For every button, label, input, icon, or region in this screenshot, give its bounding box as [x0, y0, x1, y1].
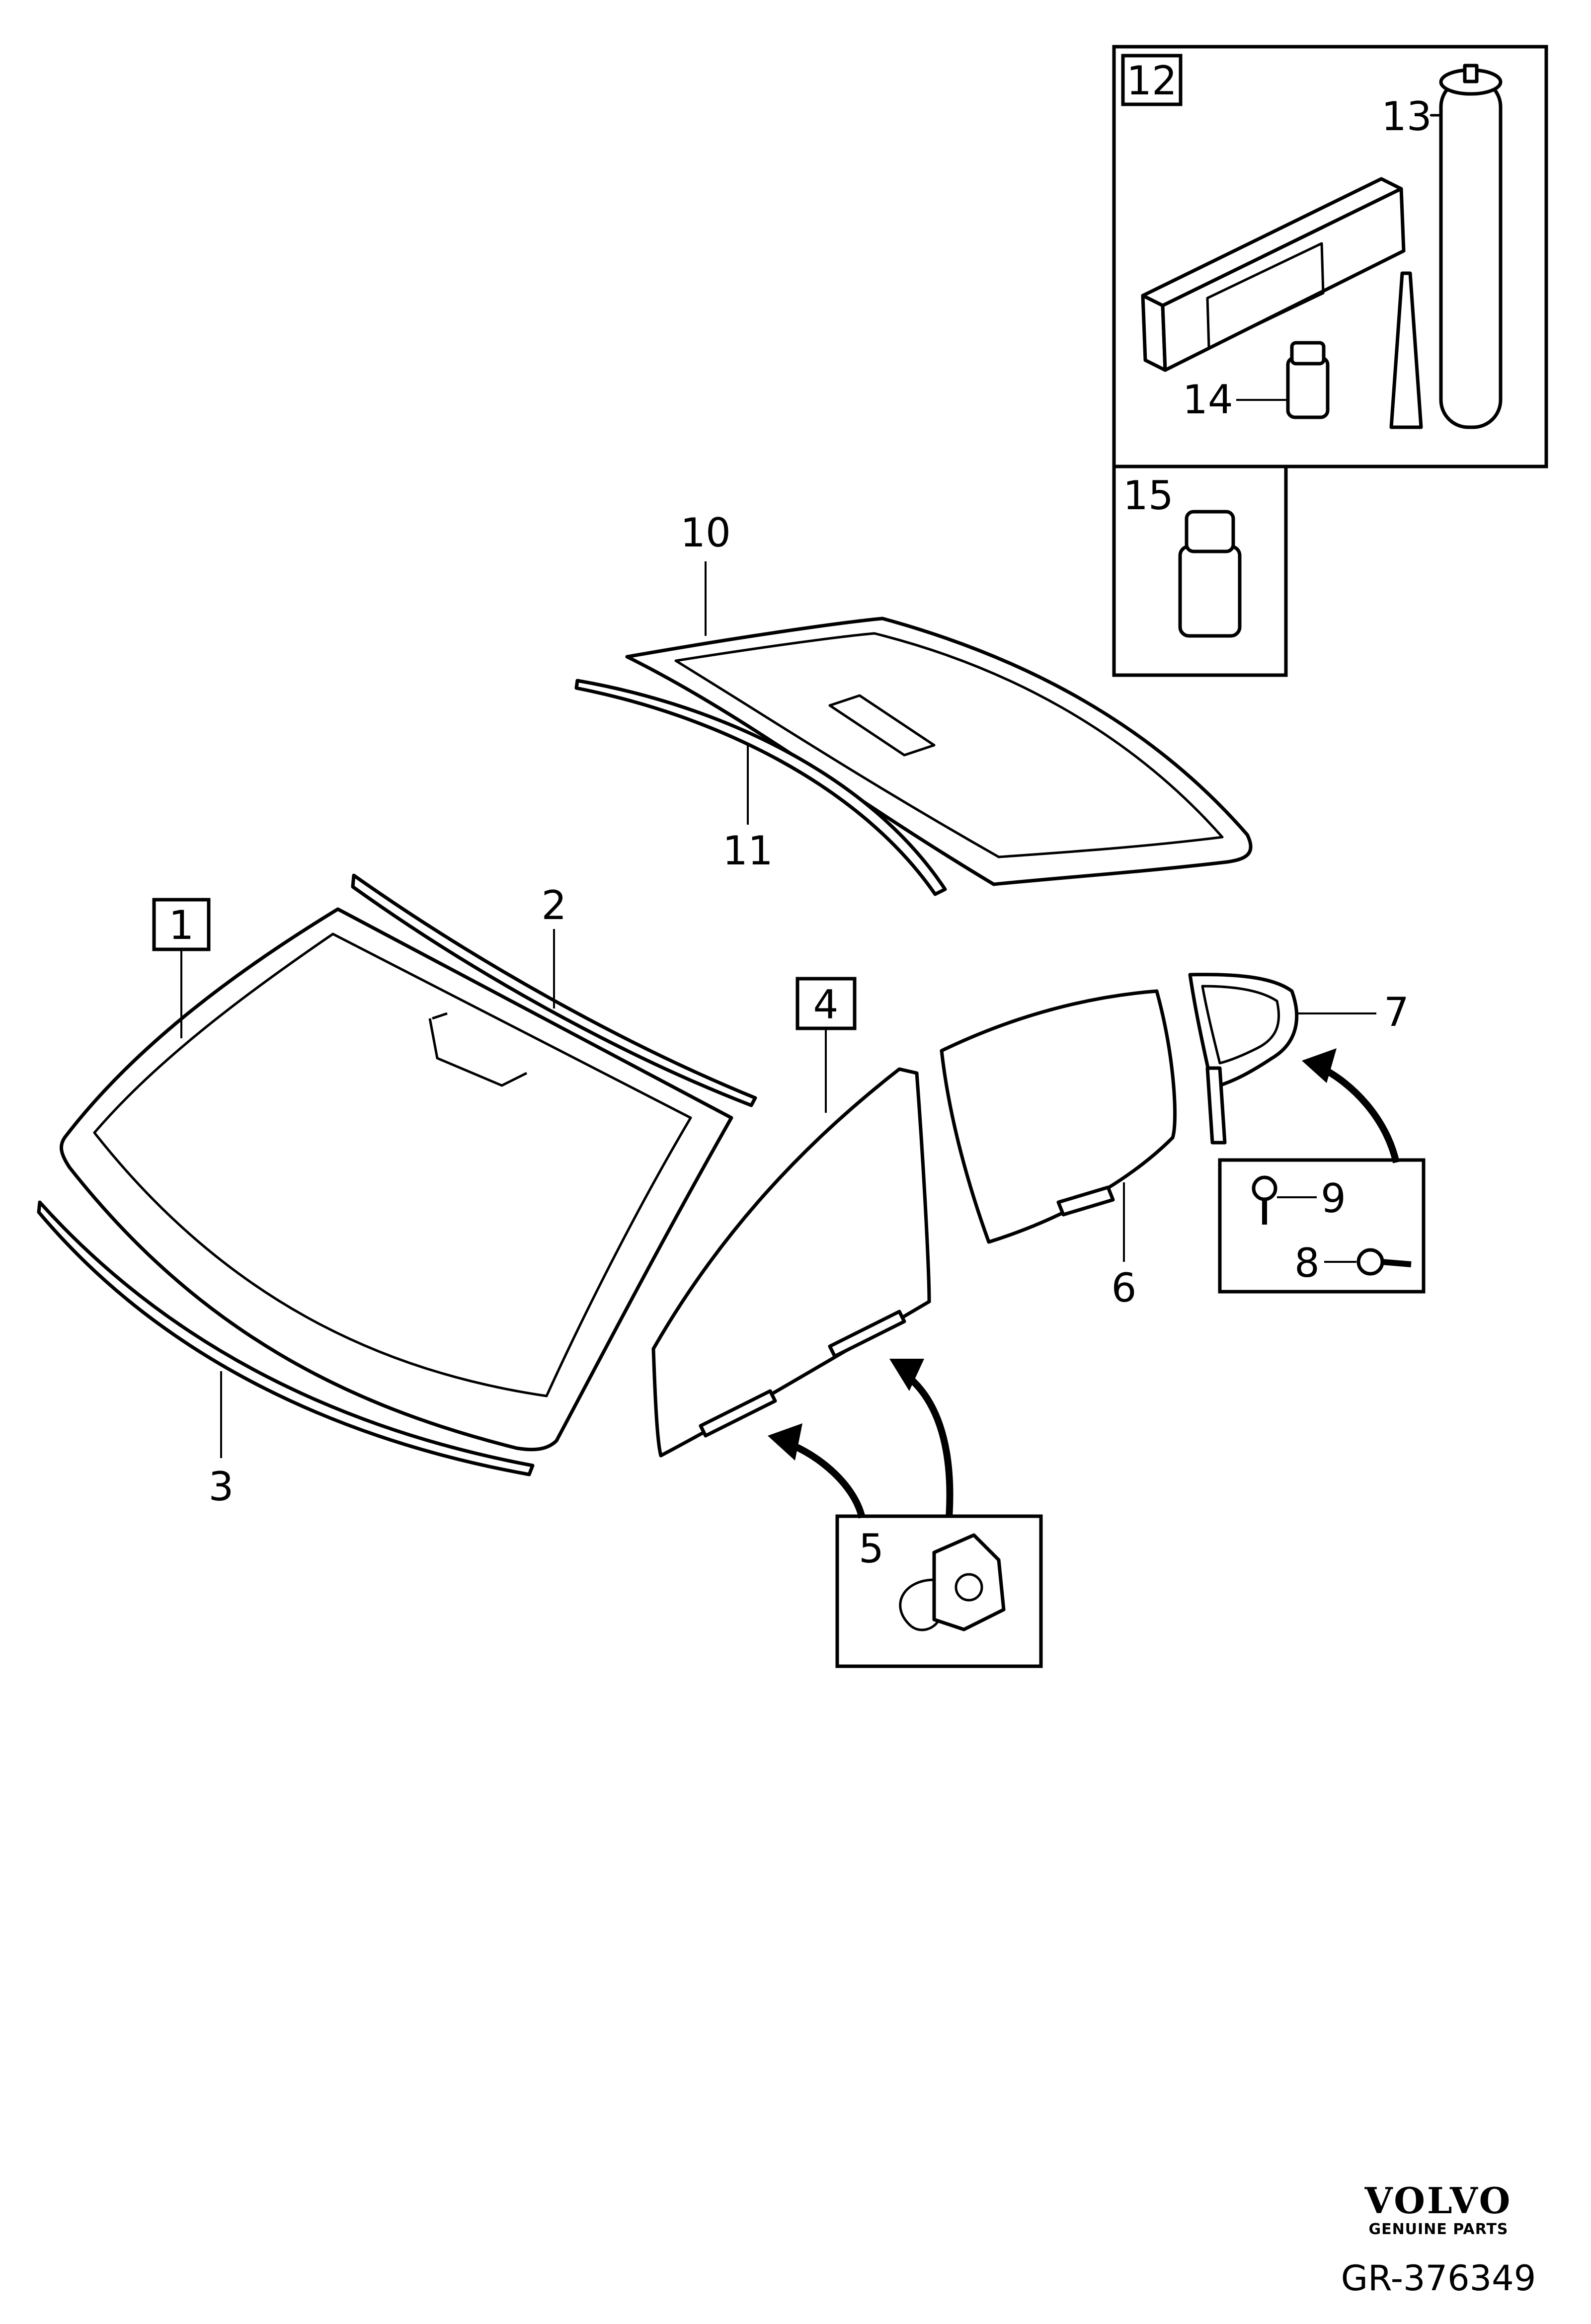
front-door-glass-4 [651, 1067, 931, 1458]
callout-11: 11 [722, 828, 773, 874]
clip-box-5: 5 [835, 1514, 1043, 1668]
callout-6: 6 [1112, 1265, 1137, 1311]
callout-10: 10 [680, 510, 731, 556]
diagram-reference: GR-376349 [1341, 2258, 1536, 2299]
moulding-11 [574, 679, 947, 896]
callout-4: 4 [813, 982, 839, 1028]
windscreen-1 [59, 907, 733, 1452]
arrow-clip-left [786, 1440, 866, 1519]
moulding-2 [351, 873, 757, 1107]
callout-3: 3 [209, 1464, 234, 1510]
arrowhead-clip-right [889, 1359, 924, 1391]
rear-door-glass-6 [940, 989, 1177, 1244]
quarter-glass-7 [1188, 973, 1299, 1145]
primer-applicator [1141, 177, 1406, 372]
rear-window-10 [625, 617, 1253, 886]
callout-1: 1 [169, 902, 194, 948]
callout-8: 8 [1294, 1240, 1320, 1286]
brand-logo: VOLVO [1364, 2179, 1512, 2222]
kit-box-12: 12 [1112, 45, 1548, 468]
arrow-clip-right [902, 1371, 954, 1518]
kit-box-15: 15 [1112, 465, 1288, 677]
nozzle [1389, 271, 1423, 429]
callout-14: 14 [1183, 377, 1233, 423]
small-bottle-14 [1286, 341, 1330, 419]
moulding-3 [37, 1200, 535, 1476]
arrow-fasteners [1320, 1065, 1400, 1163]
arrowhead-clip-left [768, 1423, 802, 1461]
callout-15: 15 [1123, 472, 1174, 519]
callout-13: 13 [1381, 93, 1432, 140]
fastener-box [1218, 1158, 1426, 1294]
callout-7: 7 [1384, 989, 1409, 1035]
callout-5: 5 [859, 1526, 884, 1572]
brand-subtitle: GENUINE PARTS [1368, 2221, 1508, 2238]
callout-12: 12 [1126, 58, 1177, 104]
adhesive-cartridge [1431, 64, 1503, 429]
callout-9: 9 [1321, 1175, 1346, 1222]
arrowhead-fasteners [1302, 1048, 1337, 1083]
callout-2: 2 [542, 882, 567, 929]
